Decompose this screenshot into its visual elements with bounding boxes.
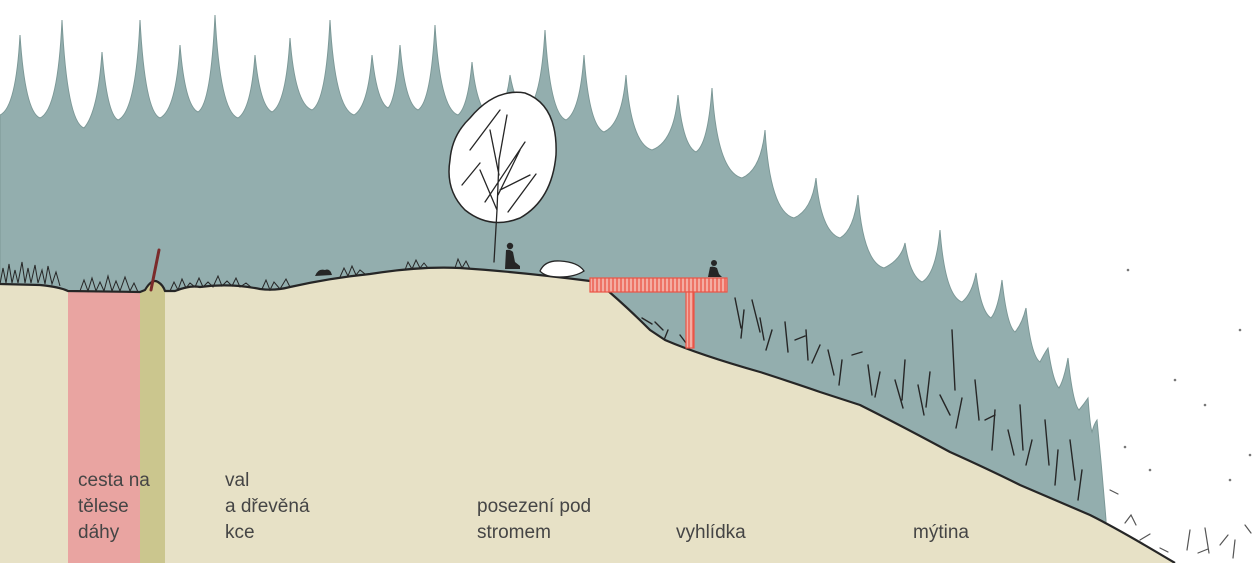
label-line: mýtina <box>913 520 969 546</box>
label-line: tělese <box>78 494 150 520</box>
lookout-deck <box>590 278 727 292</box>
label-line: vyhlídka <box>676 520 746 546</box>
label-line: dáhy <box>78 520 150 546</box>
label-clearing: mýtina <box>913 520 969 546</box>
label-line: posezení pod <box>477 494 591 520</box>
label-line: cesta na <box>78 468 150 494</box>
label-line: stromem <box>477 520 591 546</box>
meadow-dots <box>1124 269 1252 482</box>
label-path-on-embankment: cesta na tělese dáhy <box>78 468 150 546</box>
label-line: kce <box>225 520 310 546</box>
label-embankment-wooden-structure: val a dřevěná kce <box>225 468 310 546</box>
label-lookout: vyhlídka <box>676 520 746 546</box>
label-line: a dřevěná <box>225 494 310 520</box>
label-seating-under-tree: posezení pod stromem <box>477 494 591 546</box>
label-line: val <box>225 468 310 494</box>
lookout-post <box>686 292 694 348</box>
